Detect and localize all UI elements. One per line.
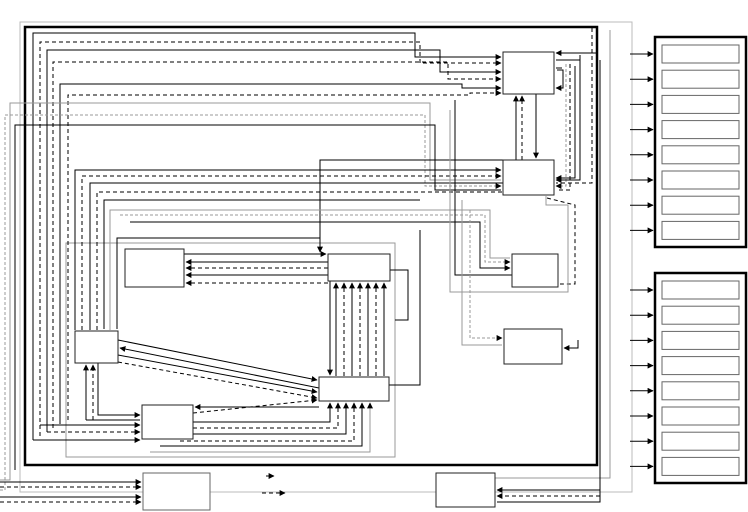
block-h [318, 376, 390, 402]
connector [556, 55, 581, 61]
panel-item [661, 120, 740, 140]
connector [555, 69, 564, 91]
connector [555, 60, 581, 183]
panel-frame [653, 271, 748, 485]
connector [193, 402, 341, 429]
connector [497, 60, 601, 503]
connection-lines [0, 28, 611, 505]
block-i [141, 404, 194, 440]
block-j [142, 472, 211, 511]
block-f [327, 253, 391, 282]
connector [555, 66, 576, 181]
panel-item [661, 145, 740, 165]
connector [52, 61, 502, 428]
connector [556, 28, 593, 184]
outer-frame [23, 25, 599, 467]
connector [130, 221, 511, 271]
connector [39, 41, 502, 436]
connector [469, 210, 503, 341]
connector [120, 214, 511, 265]
block-k [435, 472, 496, 508]
connector [193, 402, 333, 423]
connector [150, 402, 373, 453]
connector [103, 199, 420, 329]
blocks [74, 51, 563, 511]
connector [117, 354, 318, 394]
block-e [124, 248, 185, 288]
panel-item [661, 356, 740, 376]
connector [390, 269, 409, 321]
connector [117, 361, 318, 400]
connector [0, 114, 502, 491]
connector [0, 102, 501, 481]
connector [160, 402, 365, 447]
connector [449, 110, 569, 293]
connector [180, 402, 357, 442]
connector [389, 230, 421, 386]
connector [59, 83, 502, 424]
connector [193, 402, 349, 435]
connector [556, 64, 571, 191]
connector [89, 182, 503, 330]
block-c [511, 253, 559, 288]
connector [563, 340, 579, 351]
panel-item [661, 94, 740, 114]
panel-item [661, 406, 740, 426]
connector [555, 64, 567, 189]
panel-item [661, 305, 740, 325]
connector [109, 209, 510, 330]
panel-item [661, 170, 740, 190]
connector [319, 159, 503, 238]
connector [96, 191, 503, 330]
panel-item [661, 220, 740, 240]
panel-item [661, 456, 740, 476]
connector [14, 124, 501, 470]
block-d [503, 328, 563, 365]
connector [454, 100, 512, 276]
right-panels [630, 35, 748, 485]
connector [116, 237, 323, 329]
panel-item [661, 44, 740, 64]
connector [74, 167, 502, 330]
panel-item [661, 280, 740, 300]
panel-item [661, 195, 740, 215]
connector [46, 49, 502, 432]
panel-item [661, 69, 740, 89]
connector [119, 346, 320, 389]
connector [495, 30, 611, 479]
block-g [74, 330, 119, 364]
connector [32, 32, 502, 440]
block-b [502, 159, 555, 196]
inner-frame [65, 242, 396, 458]
connector [81, 173, 502, 330]
connector [461, 200, 502, 346]
panel-item [661, 431, 740, 451]
panel-frame [653, 35, 748, 249]
panel-item [661, 330, 740, 350]
connector [117, 339, 318, 382]
gray-frame-top [19, 21, 633, 493]
connector [97, 363, 141, 418]
panel-item [661, 381, 740, 401]
block-a [502, 51, 555, 95]
